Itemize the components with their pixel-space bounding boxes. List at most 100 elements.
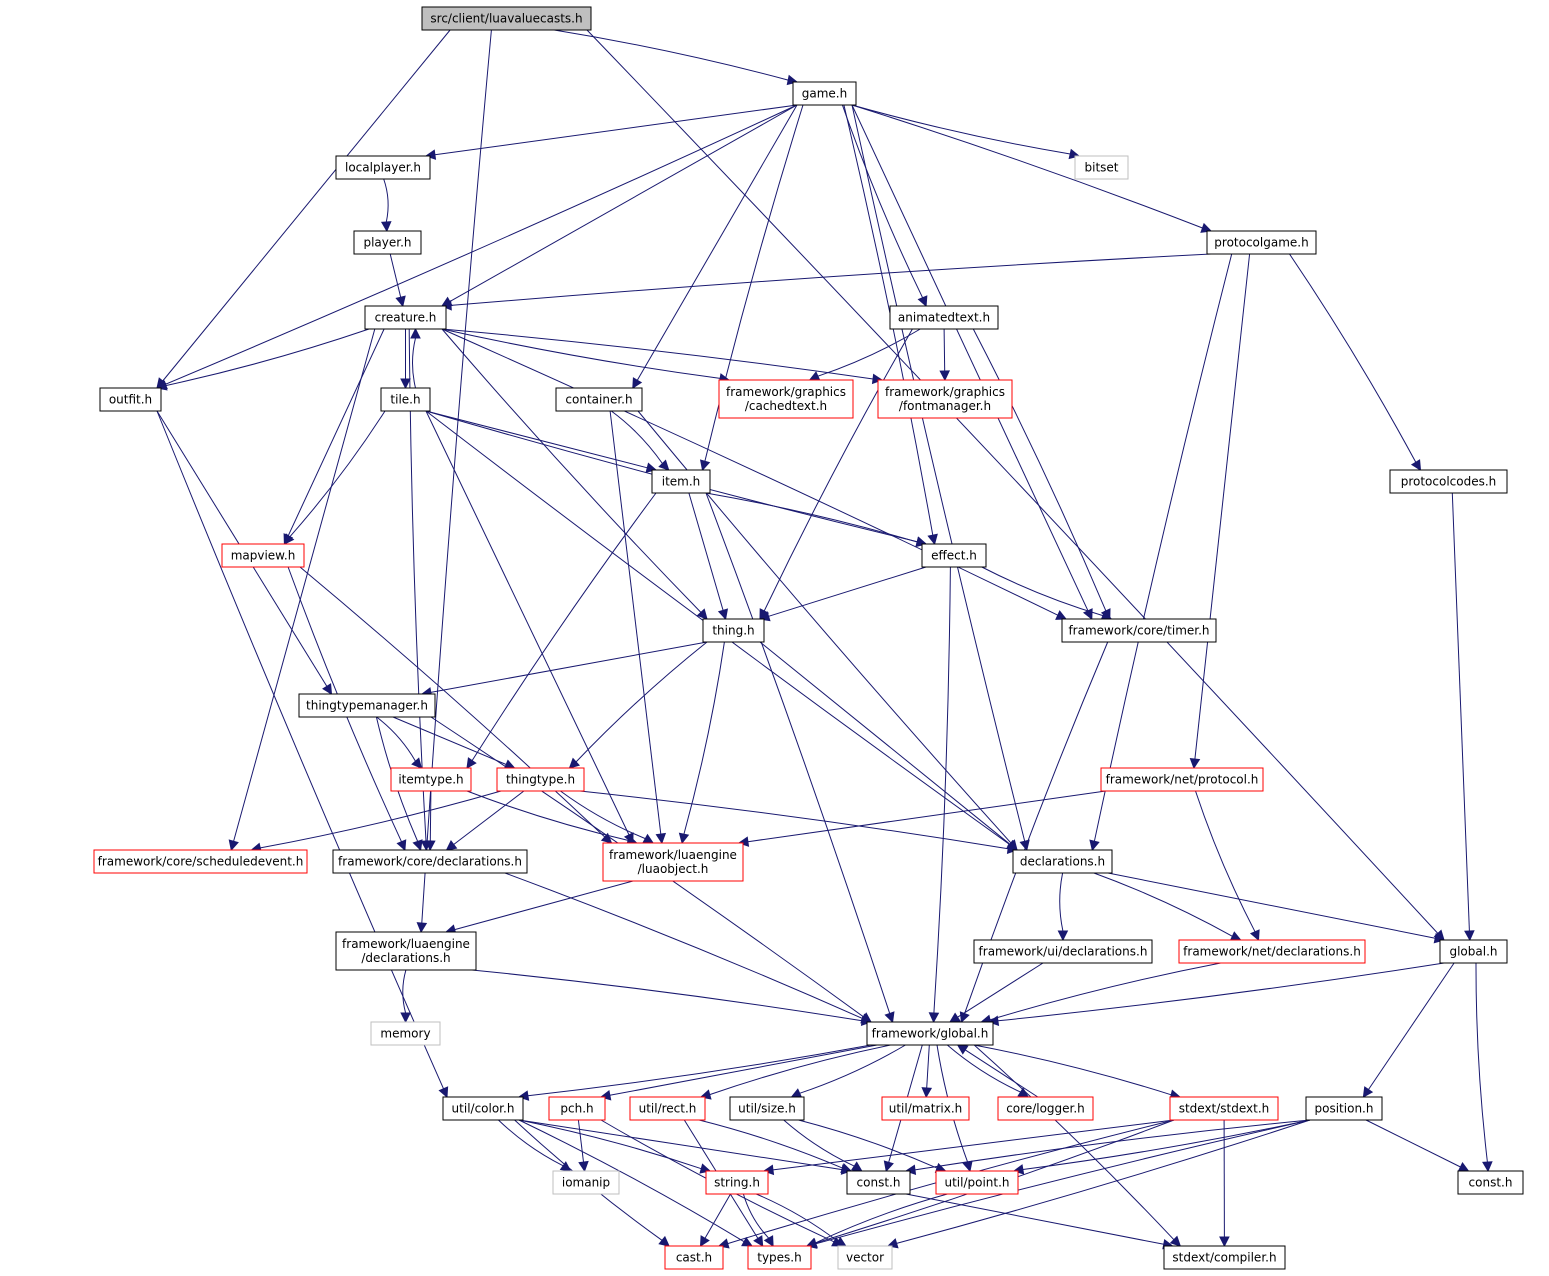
file-node-label: /declarations.h [361, 951, 450, 965]
file-node-box [1206, 230, 1317, 255]
file-node-box [298, 693, 436, 718]
file-node-protocolgame[interactable]: protocolgame.h [1206, 230, 1317, 255]
file-node-label: container.h [565, 393, 632, 407]
file-node-item[interactable]: item.h [651, 469, 711, 494]
include-edge [440, 253, 1212, 311]
include-edge [498, 1119, 572, 1172]
file-node-container[interactable]: container.h [555, 387, 643, 412]
include-edge [283, 410, 386, 545]
include-edge [705, 492, 928, 548]
file-node-label: item.h [662, 475, 701, 489]
file-node-creature[interactable]: creature.h [364, 305, 447, 330]
file-node-game[interactable]: game.h [792, 81, 857, 106]
file-node-luaobject[interactable]: framework/luaengine/luaobject.h [602, 842, 744, 882]
file-node-box [548, 1096, 606, 1121]
file-node-rect[interactable]: util/rect.h [629, 1096, 706, 1121]
include-edge [1189, 253, 1251, 770]
file-node-luadecl[interactable]: framework/luaengine/declarations.h [335, 931, 477, 971]
file-node-size[interactable]: util/size.h [729, 1096, 805, 1121]
file-node-position[interactable]: position.h [1305, 1096, 1383, 1121]
file-node-label: thingtypemanager.h [306, 699, 428, 713]
file-node-localplayer[interactable]: localplayer.h [335, 155, 431, 180]
file-node-box [629, 1096, 706, 1121]
file-node-label: util/matrix.h [889, 1102, 963, 1116]
include-edge [471, 969, 873, 1027]
include-edge [283, 328, 385, 546]
include-edge [1089, 253, 1233, 852]
file-node-compiler[interactable]: stdext/compiler.h [1163, 1245, 1286, 1270]
file-node-const2[interactable]: const.h [1457, 1170, 1524, 1195]
file-node-box [702, 618, 765, 643]
include-edge [790, 1044, 906, 1098]
include-edge [758, 566, 927, 622]
file-node-luavaluecasts[interactable]: src/client/luavaluecasts.h [421, 6, 592, 31]
file-node-mapview[interactable]: mapview.h [221, 543, 305, 568]
file-node-cast[interactable]: cast.h [664, 1245, 724, 1270]
file-node-stdext[interactable]: stdext/stdext.h [1169, 1096, 1279, 1121]
file-node-label: mapview.h [231, 549, 296, 563]
include-edge [466, 790, 638, 846]
file-node-string[interactable]: string.h [705, 1170, 769, 1195]
file-node-scheduledevent[interactable]: framework/core/scheduledevent.h [93, 849, 308, 874]
include-edge [688, 492, 729, 621]
file-node-iomanip: iomanip [552, 1170, 620, 1195]
include-edge [939, 328, 950, 382]
file-node-box [1178, 939, 1366, 964]
include-edge [425, 790, 436, 852]
file-node-netprotocol[interactable]: framework/net/protocol.h [1100, 767, 1264, 792]
file-node-pch[interactable]: pch.h [548, 1096, 606, 1121]
file-node-uidecl[interactable]: framework/ui/declarations.h [973, 939, 1153, 964]
file-node-label: framework/graphics [885, 385, 1005, 399]
file-node-outfit[interactable]: outfit.h [99, 387, 162, 412]
file-node-animatedtext[interactable]: animatedtext.h [889, 305, 999, 330]
file-node-label: memory [380, 1027, 430, 1041]
file-node-label: framework/net/protocol.h [1106, 773, 1259, 787]
file-node-point[interactable]: util/point.h [935, 1170, 1019, 1195]
include-edge [1219, 1119, 1230, 1248]
file-node-tile[interactable]: tile.h [380, 387, 431, 412]
file-node-netdecl[interactable]: framework/net/declarations.h [1178, 939, 1366, 964]
file-node-player[interactable]: player.h [353, 230, 422, 255]
file-node-itemtype[interactable]: itemtype.h [390, 767, 472, 792]
file-node-color[interactable]: util/color.h [442, 1096, 524, 1121]
file-node-box [651, 469, 711, 494]
file-node-logger[interactable]: core/logger.h [997, 1096, 1094, 1121]
file-node-types[interactable]: types.h [747, 1245, 812, 1270]
include-edge [1365, 1119, 1470, 1172]
file-node-label: global.h [1449, 945, 1497, 959]
file-node-thing[interactable]: thing.h [702, 618, 765, 643]
file-node-fwglobal[interactable]: framework/global.h [866, 1021, 994, 1046]
file-node-box [846, 1170, 911, 1195]
file-node-const[interactable]: const.h [846, 1170, 911, 1195]
file-node-effect[interactable]: effect.h [921, 543, 987, 568]
file-node-matrix[interactable]: util/matrix.h [881, 1096, 970, 1121]
include-edge [155, 104, 798, 390]
include-edge [698, 1119, 853, 1174]
include-edge [783, 1119, 863, 1172]
file-node-global[interactable]: global.h [1439, 939, 1508, 964]
include-edge [851, 104, 1093, 621]
file-node-protocolcodes[interactable]: protocolcodes.h [1389, 469, 1508, 494]
file-node-box [1305, 1096, 1383, 1121]
include-edge [956, 1044, 1039, 1098]
include-edge [762, 1119, 1175, 1176]
file-node-cachedtext[interactable]: framework/graphics/cachedtext.h [718, 379, 854, 419]
file-node-label: bitset [1085, 161, 1119, 175]
file-node-box [602, 842, 744, 882]
file-node-fontmanager[interactable]: framework/graphics/fontmanager.h [877, 379, 1013, 419]
file-node-box [705, 1170, 769, 1195]
file-node-coredecl[interactable]: framework/core/declarations.h [332, 849, 528, 874]
include-edge [441, 104, 798, 307]
file-node-label: string.h [714, 1176, 760, 1190]
file-node-declarations[interactable]: declarations.h [1012, 849, 1113, 874]
file-node-thingtypemanager[interactable]: thingtypemanager.h [298, 693, 436, 718]
include-edge [299, 566, 613, 844]
file-node-box [729, 1096, 805, 1121]
file-node-label: framework/core/declarations.h [338, 855, 522, 869]
file-node-label: framework/global.h [872, 1027, 989, 1041]
file-node-thingtype[interactable]: thingtype.h [496, 767, 585, 792]
include-edge [742, 1193, 774, 1247]
file-node-box [1439, 939, 1508, 964]
file-node-timer[interactable]: framework/core/timer.h [1061, 618, 1217, 643]
include-edge [632, 104, 798, 389]
